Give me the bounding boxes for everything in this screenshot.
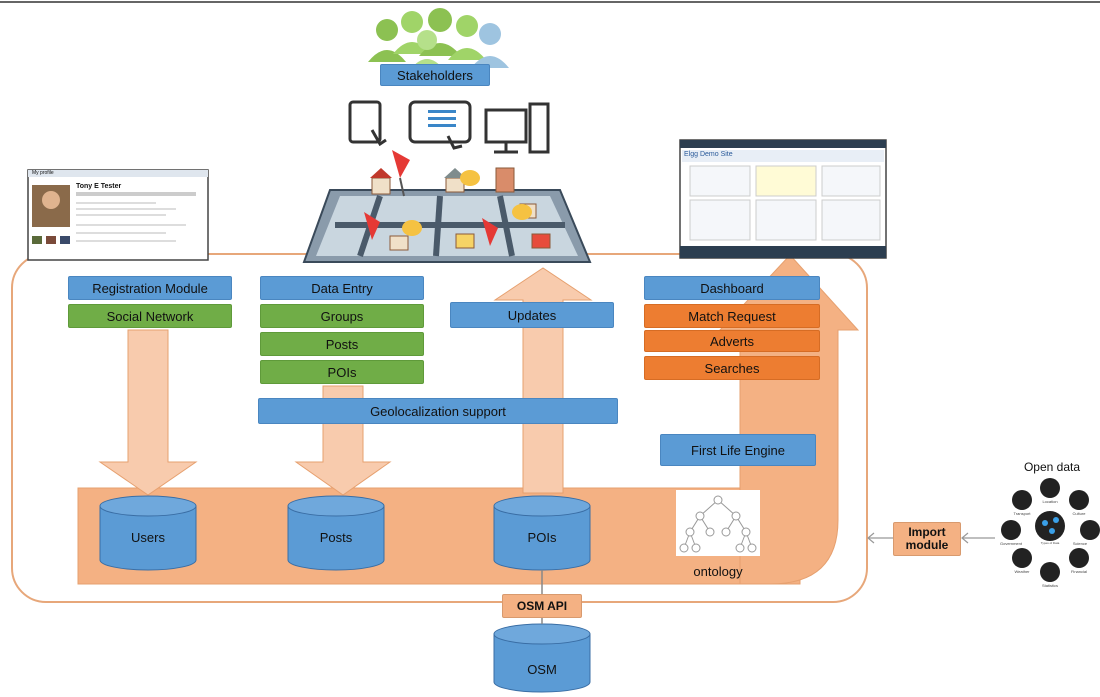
people-icon <box>368 8 509 70</box>
open-data-center-label: Types of Data <box>1040 541 1060 545</box>
profile-screenshot <box>27 169 209 261</box>
dashboard-site-title: Elgg Demo Site <box>684 151 733 158</box>
groups: Groups <box>260 304 424 328</box>
category-financial-label: Financial <box>1070 569 1087 574</box>
open-data-title: Open data <box>1023 460 1081 474</box>
stakeholders-label: Stakeholders <box>380 64 490 86</box>
open-data-wheel <box>1001 478 1100 582</box>
import-module: Import module <box>893 522 961 556</box>
category-transport-label: Transport <box>1013 511 1031 516</box>
profile-tab-label: My profile <box>32 170 54 176</box>
pois: POIs <box>260 360 424 384</box>
dashboard: Dashboard <box>644 276 820 300</box>
match-request: Match Request <box>644 304 820 328</box>
category-science-label: Science <box>1072 541 1088 546</box>
ontology-tree-icon <box>676 490 760 556</box>
category-location-label: Location <box>1042 499 1058 504</box>
posts: Posts <box>260 332 424 356</box>
arrow-to-users <box>98 329 198 496</box>
users-database <box>99 495 197 571</box>
pois-db-label: POIs <box>527 530 557 545</box>
category-statistics-label: Statistics <box>1041 583 1058 588</box>
users-db-label: Users <box>131 530 165 545</box>
city-map-image <box>302 150 592 263</box>
osm-db-label: OSM <box>527 662 557 677</box>
first-life-engine: First Life Engine <box>660 434 816 466</box>
desktop-icon <box>484 102 550 154</box>
posts-database <box>287 495 385 571</box>
registration-module: Registration Module <box>68 276 232 300</box>
social-network: Social Network <box>68 304 232 328</box>
searches: Searches <box>644 356 820 380</box>
category-culture-label: Culture <box>1072 511 1086 516</box>
phone-icon <box>348 100 387 147</box>
osm-api: OSM API <box>502 594 582 618</box>
posts-db-label: Posts <box>319 530 353 545</box>
data-entry: Data Entry <box>260 276 424 300</box>
updates: Updates <box>450 302 614 328</box>
profile-name: Tony E Tester <box>76 183 122 190</box>
category-weather-label: Weather <box>1014 569 1030 574</box>
ontology-label: ontology <box>693 564 743 579</box>
adverts: Adverts <box>644 330 820 352</box>
dashboard-screenshot <box>679 139 887 259</box>
arrow-to-map <box>493 267 593 494</box>
tablet-icon <box>408 100 472 150</box>
pois-database <box>493 495 591 571</box>
osm-database <box>493 623 591 693</box>
import-arrows <box>867 532 995 544</box>
geolocalization-support: Geolocalization support <box>258 398 618 424</box>
category-government-label: Government <box>999 541 1022 546</box>
